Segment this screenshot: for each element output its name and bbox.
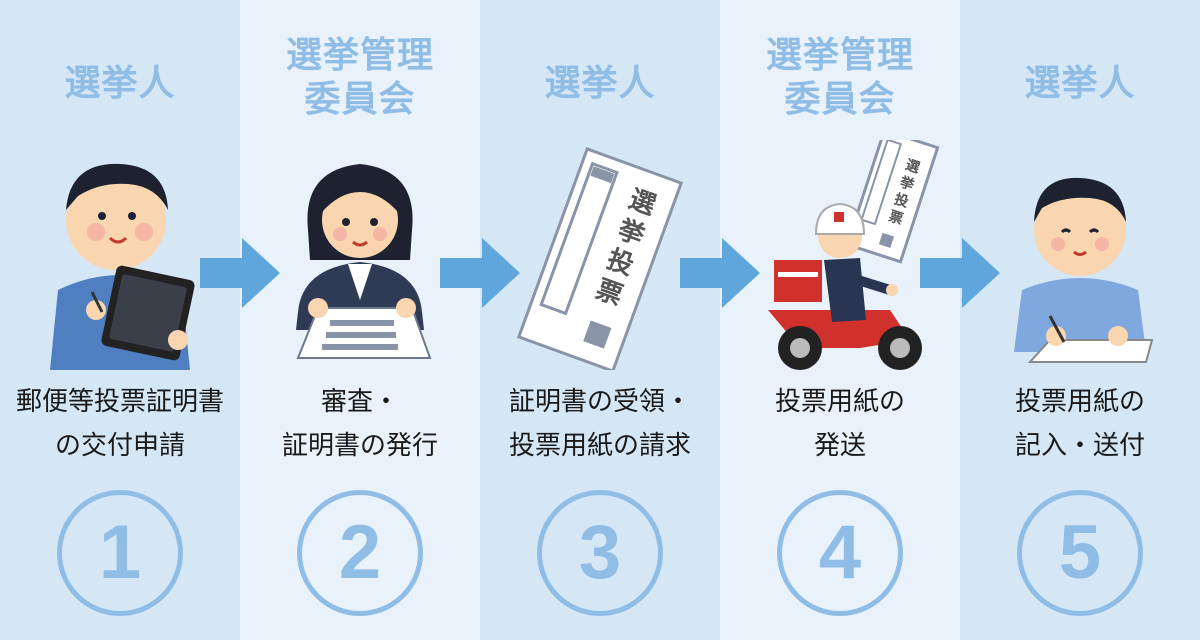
- step-5-actor: 選挙人: [960, 62, 1200, 106]
- ballot-certificate-illustration: 選 挙 投 票: [500, 140, 700, 370]
- step-2-number-circle: 2: [297, 490, 423, 616]
- step-1-number-circle: 1: [57, 490, 183, 616]
- step-3-column: 選挙人 選 挙 投 票 証明書の受領・ 投票用紙の請求 3: [480, 0, 720, 640]
- step-1-column: 選挙人 郵便等投票証明書 の交付申請 1: [0, 0, 240, 640]
- step-4-actor-line1: 選挙管理: [720, 34, 960, 78]
- step-4-number-circle: 4: [777, 490, 903, 616]
- step-2-actor-line2: 委員会: [240, 78, 480, 122]
- arrow-right-icon: [920, 238, 1000, 308]
- arrow-right-icon: [680, 238, 760, 308]
- step-3-text-line1: 証明書の受領・: [480, 380, 720, 424]
- step-1-description: 郵便等投票証明書 の交付申請: [0, 380, 240, 468]
- step-3-actor: 選挙人: [480, 62, 720, 106]
- arrow-right-icon: [200, 238, 280, 308]
- voter-writing-illustration: [980, 140, 1180, 370]
- step-3-number-circle: 3: [537, 490, 663, 616]
- election-official-illustration: [260, 140, 460, 370]
- step-3-description: 証明書の受領・ 投票用紙の請求: [480, 380, 720, 468]
- step-2-column: 選挙管理 委員会 審査・ 証明書の発行 2: [240, 0, 480, 640]
- step-2-actor-line1: 選挙管理: [240, 34, 480, 78]
- step-4-actor: 選挙管理 委員会: [720, 34, 960, 122]
- step-5-text-line2: 記入・送付: [960, 424, 1200, 468]
- step-4-actor-line2: 委員会: [720, 78, 960, 122]
- step-4-column: 選挙管理 委員会 選 挙 投 票: [720, 0, 960, 640]
- step-1-text-line2: の交付申請: [0, 424, 240, 468]
- step-1-text-line1: 郵便等投票証明書: [0, 380, 240, 424]
- step-2-text-line1: 審査・: [240, 380, 480, 424]
- step-5-number-circle: 5: [1017, 490, 1143, 616]
- step-4-text-line2: 発送: [720, 424, 960, 468]
- step-5-column: 選挙人 投票用紙の 記入・送付 5: [960, 0, 1200, 640]
- step-2-actor: 選挙管理 委員会: [240, 34, 480, 122]
- step-1-actor: 選挙人: [0, 62, 240, 106]
- step-2-text-line2: 証明書の発行: [240, 424, 480, 468]
- step-3-text-line2: 投票用紙の請求: [480, 424, 720, 468]
- step-5-description: 投票用紙の 記入・送付: [960, 380, 1200, 468]
- voter-with-tablet-illustration: [20, 140, 220, 370]
- step-4-description: 投票用紙の 発送: [720, 380, 960, 468]
- step-4-text-line1: 投票用紙の: [720, 380, 960, 424]
- step-2-description: 審査・ 証明書の発行: [240, 380, 480, 468]
- step-5-text-line1: 投票用紙の: [960, 380, 1200, 424]
- arrow-right-icon: [440, 238, 520, 308]
- postal-delivery-scooter-illustration: 選 挙 投 票: [740, 140, 940, 370]
